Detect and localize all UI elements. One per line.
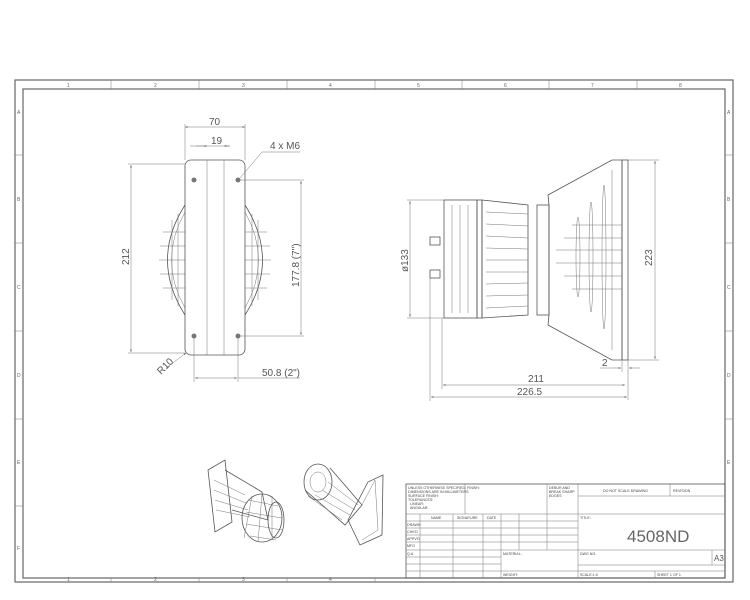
col-date: DATE [487, 516, 497, 520]
row-mfg: MFG [407, 544, 415, 548]
material-label: MATERIAL: [503, 552, 522, 556]
row-qa: Q.A [407, 552, 414, 556]
dim-height: 212 [121, 248, 132, 265]
row-label: B [17, 197, 21, 203]
debur-note: DEBUR AND [549, 486, 570, 490]
row-labels-right: A B C D E [727, 110, 731, 466]
row-label: C [17, 285, 21, 291]
note-line: ANGULAR: [410, 506, 428, 510]
note-line: DIMENSIONS ARE IN MILLIMETERS [408, 490, 469, 494]
row-label: A [727, 110, 731, 116]
dim-width: 70 [209, 117, 221, 128]
dim-flange-thickness: 2 [602, 358, 608, 369]
scale-label: SCALE:1:5 [580, 573, 598, 577]
row-label: E [17, 460, 21, 466]
dim-overall-length: 226.5 [517, 387, 542, 398]
front-view: 70 19 4 x M6 212 177.8 (7") R10 50.8 (2"… [121, 117, 304, 382]
column-label: 8 [679, 83, 682, 89]
sheet-size: A3 [714, 554, 724, 563]
column-label: 2 [154, 577, 157, 583]
row-labels-left: A B C D E F [17, 110, 21, 552]
isometric-view-rear [303, 463, 384, 546]
col-name: NAME [431, 516, 442, 520]
driver-fins [451, 205, 529, 313]
column-label: 3 [242, 83, 245, 89]
corner-radius: R10 [155, 356, 176, 377]
note-line: TOLERANCES: [408, 498, 433, 502]
row-label: D [727, 373, 731, 379]
mounting-holes [191, 177, 241, 339]
isometric-view-front [207, 459, 285, 543]
note-line: UNLESS OTHERWISE SPECIFIED: [408, 486, 466, 490]
dim-diameter: ø133 [400, 249, 411, 272]
row-label: C [727, 285, 731, 291]
col-signature: SIGNATURE [457, 516, 478, 520]
column-label: 1 [67, 577, 70, 583]
horn-fins-right [245, 214, 271, 306]
row-label: D [17, 373, 21, 379]
row-label: F [17, 546, 20, 552]
mounting-plate [184, 159, 246, 356]
column-label: 5 [417, 83, 420, 89]
horn-grille [556, 170, 622, 350]
dim-slot: 19 [211, 136, 223, 147]
horn-fins-left [159, 214, 185, 306]
column-labels-top: 1 2 3 4 5 6 7 8 [67, 83, 682, 89]
title-label: TITLE: [580, 516, 591, 520]
row-drawn: DRAWN [407, 523, 421, 527]
side-view: ø133 223 2 211 226.5 [400, 159, 659, 401]
sheet-label: SHEET 1 OF 1 [657, 573, 681, 577]
dim-hole-vertical: 177.8 (7") [291, 243, 302, 287]
dwg-no-label: DWG NO. [580, 552, 596, 556]
row-label: A [17, 110, 21, 116]
holes-callout: 4 x M6 [270, 141, 300, 152]
dim-length-211: 211 [528, 374, 544, 385]
row-approved: APPV'D [407, 537, 420, 541]
debur-note: EDGES [549, 494, 562, 498]
column-label: 1 [67, 83, 70, 89]
drawing-frame: 1 2 3 4 5 6 7 8 1 2 3 4 A B C D E F A B … [14, 79, 734, 583]
drawing-title: 4508ND [627, 527, 689, 546]
column-labels-bottom: 1 2 3 4 [67, 577, 332, 583]
weight-label: WEIGHT: [503, 573, 518, 577]
do-not-scale-note: DO NOT SCALE DRAWING [603, 489, 648, 493]
dim-hole-horizontal: 50.8 (2") [262, 368, 300, 379]
row-label: E [727, 460, 731, 466]
title-block: UNLESS OTHERWISE SPECIFIED: DIMENSIONS A… [405, 483, 726, 579]
note-line: SURFACE FINISH: [408, 494, 439, 498]
column-label: 6 [504, 83, 507, 89]
column-label: 4 [329, 577, 332, 583]
row-checked: CHK'D [407, 530, 418, 534]
finish-label: FINISH: [467, 486, 480, 490]
column-label: 4 [329, 83, 332, 89]
dim-flange-height: 223 [644, 249, 655, 266]
column-label: 3 [242, 577, 245, 583]
note-line: LINEAR: [410, 502, 424, 506]
debur-note: BREAK SHARP [549, 490, 575, 494]
revision-label: REVISION [673, 489, 691, 493]
row-label: B [727, 197, 731, 203]
column-label: 7 [591, 83, 594, 89]
column-label: 2 [154, 83, 157, 89]
